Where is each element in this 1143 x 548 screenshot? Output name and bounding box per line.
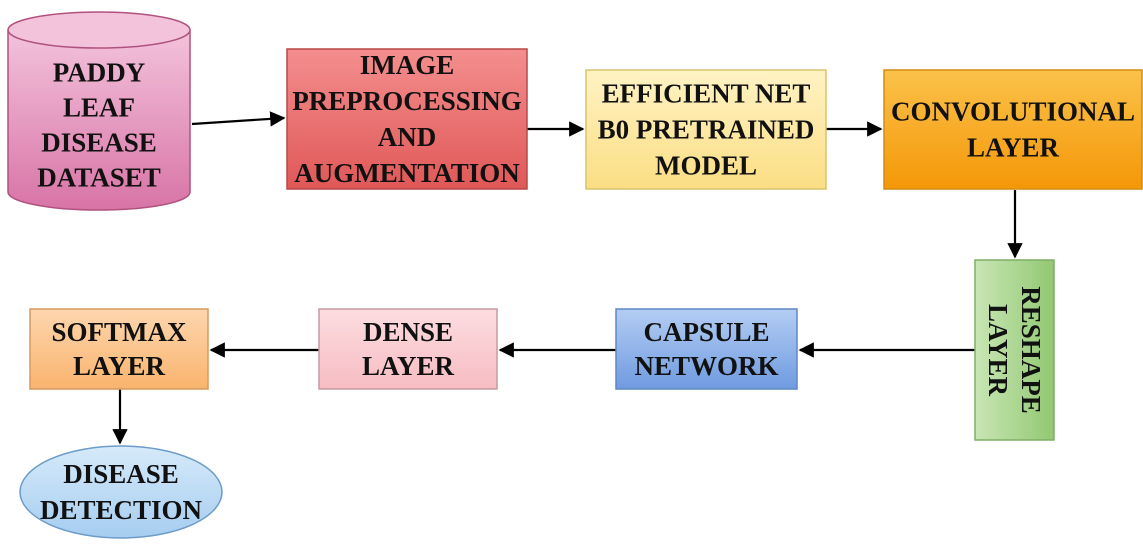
node-label-line: DENSE	[363, 317, 453, 347]
node-detection: DISEASE DETECTION	[19, 445, 223, 539]
node-label-line: CONVOLUTIONAL	[891, 97, 1135, 127]
node-label-line: SOFTMAX	[52, 317, 188, 347]
node-label-line: DETECTION	[40, 495, 203, 525]
cylinder-body	[7, 29, 191, 211]
node-label-line: LAYER	[362, 351, 455, 381]
node-softmax: SOFTMAX LAYER	[29, 308, 209, 390]
cylinder-top	[7, 11, 191, 49]
node-label-line: DISEASE	[41, 128, 157, 158]
ellipse-shape	[19, 445, 223, 539]
node-efficientnet: EFFICIENT NET B0 PRETRAINED MODEL	[585, 69, 827, 190]
node-label-line: NETWORK	[634, 351, 778, 381]
node-label-line: AUGMENTATION	[294, 158, 520, 188]
node-label-line: CAPSULE	[643, 317, 769, 347]
node-label-line: LAYER	[73, 351, 166, 381]
box-shape	[974, 259, 1055, 441]
node-label-line: MODEL	[655, 151, 757, 181]
node-label-line: RESHAPE	[1016, 286, 1046, 414]
node-dense: DENSE LAYER	[318, 308, 498, 390]
node-label-line: LAYER	[983, 304, 1013, 397]
node-label-line: DISEASE	[63, 459, 179, 489]
box-shape	[615, 308, 798, 390]
node-label-line: EFFICIENT NET	[602, 79, 811, 109]
node-dataset: PADDY LEAF DISEASE DATASET	[7, 11, 191, 211]
node-label-line: DATASET	[37, 163, 161, 193]
node-label-line: PADDY	[53, 58, 145, 88]
box-shape	[286, 48, 528, 190]
node-label-line: LAYER	[967, 133, 1060, 163]
node-convolutional: CONVOLUTIONAL LAYER	[883, 69, 1143, 190]
node-capsule: CAPSULE NETWORK	[615, 308, 798, 390]
node-label-line: AND	[378, 122, 437, 152]
arrow-dataset-to-preprocessing	[191, 111, 286, 127]
node-label-line: IMAGE	[360, 50, 455, 80]
node-preprocessing: IMAGE PREPROCESSING AND AUGMENTATION	[286, 48, 528, 190]
box-shape	[318, 308, 498, 390]
node-label-line: B0 PRETRAINED	[598, 115, 815, 145]
box-shape	[883, 69, 1143, 190]
box-shape	[585, 69, 827, 190]
box-shape	[29, 308, 209, 390]
node-label-line: LEAF	[63, 93, 135, 123]
node-label-line: PREPROCESSING	[292, 86, 522, 116]
